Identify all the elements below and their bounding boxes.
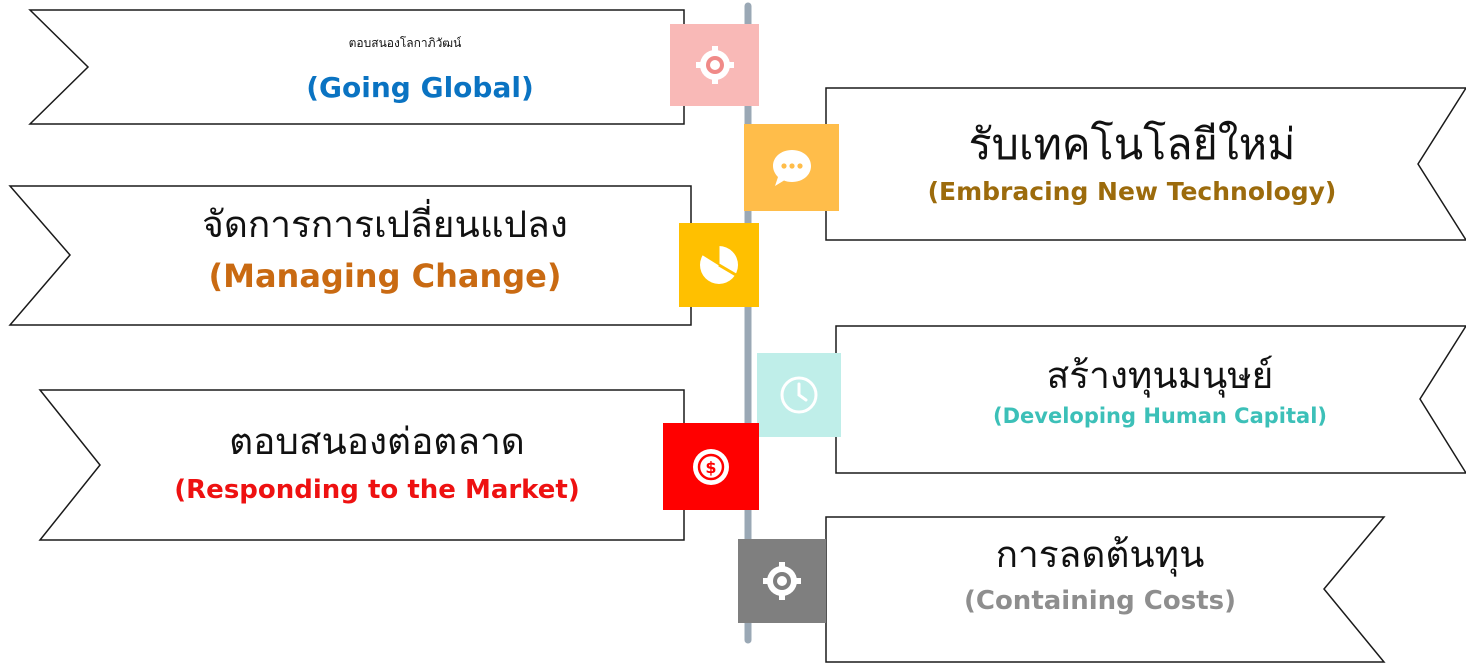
containing-costs-title: การลดต้นทุน <box>995 533 1205 576</box>
icon-box-managing-change <box>679 223 759 307</box>
responding-to-market-title: ตอบสนองต่อตลาด <box>229 420 525 463</box>
icon-box-going-global <box>670 24 759 106</box>
gear-icon <box>695 46 734 84</box>
banner-embracing-technology <box>825 87 1466 241</box>
containing-costs-subtitle: (Containing Costs) <box>963 586 1237 616</box>
pie-chart-icon <box>700 245 738 284</box>
icon-box-containing-costs <box>738 539 826 623</box>
chat-bubble-icon <box>772 149 811 186</box>
managing-change-subtitle: (Managing Change) <box>208 257 562 295</box>
banner-containing-costs <box>825 516 1386 663</box>
label-containing-costs: การลดต้นทุน (Containing Costs) <box>900 528 1300 620</box>
developing-human-capital-subtitle: (Developing Human Capital) <box>992 404 1327 428</box>
icon-box-developing-human-capital <box>757 353 841 437</box>
dollar-coin-icon: $ <box>693 448 729 485</box>
clock-icon <box>780 376 818 414</box>
embracing-technology-title: รับเทคโนโลยีใหม่ <box>968 120 1296 170</box>
label-responding-to-market: ตอบสนองต่อตลาด (Responding to the Market… <box>102 414 652 510</box>
gear-icon <box>763 562 801 600</box>
banner-developing-human-capital <box>835 325 1466 474</box>
managing-change-title: จัดการการเปลี่ยนแปลง <box>202 203 568 246</box>
label-going-global: ตอบสนองโลกาภิวัฒน์ (Going Global) <box>150 18 690 108</box>
banner-going-global <box>28 9 685 125</box>
banner-managing-change <box>8 185 692 326</box>
going-global-title: ตอบสนองโลกาภิวัฒน์ <box>348 36 462 50</box>
label-developing-human-capital: สร้างทุนมนุษย์ (Developing Human Capital… <box>900 352 1420 432</box>
responding-to-market-subtitle: (Responding to the Market) <box>174 475 580 505</box>
icon-box-responding-to-market: $ <box>663 423 759 510</box>
icon-box-embracing-technology <box>744 124 839 211</box>
label-managing-change: จัดการการเปลี่ยนแปลง (Managing Change) <box>90 196 680 298</box>
going-global-subtitle: (Going Global) <box>306 71 534 104</box>
svg-text:$: $ <box>705 458 716 477</box>
developing-human-capital-title: สร้างทุนมนุษย์ <box>1046 354 1274 397</box>
embracing-technology-subtitle: (Embracing New Technology) <box>927 177 1337 206</box>
label-embracing-technology: รับเทคโนโลยีใหม่ (Embracing New Technolo… <box>842 116 1422 210</box>
banner-responding-to-market <box>38 389 685 541</box>
